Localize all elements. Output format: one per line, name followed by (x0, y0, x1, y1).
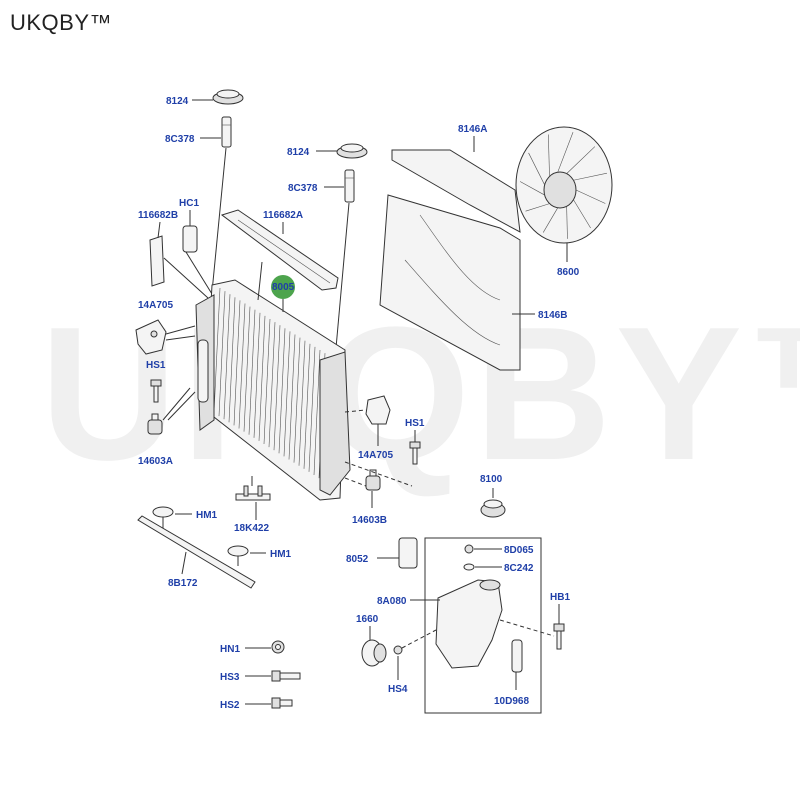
label-14603b: 14603B (352, 515, 387, 526)
label-8100: 8100 (480, 474, 503, 485)
label-8b172: 8B172 (168, 578, 198, 589)
label-hc1: HC1 (179, 198, 199, 209)
mount-14603a[interactable] (147, 413, 163, 435)
label-hs4: HS4 (388, 684, 408, 695)
label-hs1-right: HS1 (405, 418, 425, 429)
label-hs3: HS3 (220, 672, 240, 683)
radiator-8005[interactable] (195, 279, 351, 501)
label-8124-left: 8124 (166, 96, 189, 107)
sensor-8052[interactable] (398, 537, 418, 569)
label-hm1-top: HM1 (196, 510, 218, 521)
label-8a080: 8A080 (377, 596, 407, 607)
bolt-hs1-right[interactable] (409, 441, 421, 465)
clip-18k422[interactable] (235, 485, 271, 501)
seal-116682b[interactable] (149, 235, 165, 287)
clip-hc1[interactable] (182, 225, 198, 253)
tank-assembly-box (424, 537, 542, 714)
brand-logo: UKQBY™ (10, 10, 113, 35)
pipe-8c378-right[interactable] (344, 169, 355, 203)
radiator-8005-highlight (271, 275, 295, 299)
label-18k422: 18K422 (234, 523, 269, 534)
label-14a705-left: 14A705 (138, 300, 173, 311)
label-8d065: 8D065 (504, 545, 534, 556)
label-hs1-left: HS1 (146, 360, 166, 371)
label-8c242: 8C242 (504, 563, 534, 574)
cap-8124-left[interactable] (212, 89, 244, 105)
seal-8c242[interactable] (463, 563, 475, 571)
label-116682a: 116682A (263, 210, 303, 221)
label-8005: 8005 (272, 282, 295, 293)
label-hm1-bottom: HM1 (270, 549, 292, 560)
mount-14603b[interactable] (365, 469, 381, 491)
label-116682b: 116682B (138, 210, 178, 221)
fastener-hm1-bottom[interactable] (227, 545, 249, 566)
bracket-14a705-left[interactable] (135, 319, 167, 355)
label-10d968: 10D968 (494, 696, 529, 707)
fan-shroud-8146b[interactable] (379, 194, 521, 371)
fastener-hm1-top[interactable] (152, 506, 174, 528)
bolt-hs1-left[interactable] (150, 379, 162, 403)
label-hb1: HB1 (550, 592, 570, 603)
label-8600: 8600 (557, 267, 580, 278)
hose-10d968[interactable] (511, 639, 523, 673)
bracket-14a705-right[interactable] (365, 395, 391, 425)
label-8052: 8052 (346, 554, 369, 565)
label-8c378-right: 8C378 (288, 183, 318, 194)
bolt-hb1[interactable] (553, 623, 565, 650)
cap-8100[interactable] (480, 499, 506, 518)
label-hn1: HN1 (220, 644, 240, 655)
grommet-1660[interactable] (361, 639, 387, 667)
fan-shroud-8146a[interactable] (391, 149, 521, 233)
bolt-8d065[interactable] (464, 544, 474, 554)
label-hs2: HS2 (220, 700, 240, 711)
strip-8b172[interactable] (137, 515, 256, 589)
nut-hn1[interactable] (271, 640, 285, 654)
label-1660: 1660 (356, 614, 379, 625)
bolt-hs3[interactable] (271, 670, 301, 682)
label-8146a: 8146A (458, 124, 487, 135)
cap-8124-right[interactable] (336, 143, 368, 159)
label-8146b: 8146B (538, 310, 567, 321)
label-14603a: 14603A (138, 456, 173, 467)
fan-8600[interactable] (515, 126, 613, 244)
pipe-8c378-left[interactable] (221, 116, 232, 148)
tank-8a080[interactable] (435, 579, 503, 669)
bolt-hs4[interactable] (393, 645, 403, 655)
seal-116682a[interactable] (220, 209, 339, 291)
label-8c378-left: 8C378 (165, 134, 195, 145)
bolt-hs2[interactable] (271, 697, 293, 709)
label-14a705-right: 14A705 (358, 450, 393, 461)
label-8124-right: 8124 (287, 147, 310, 158)
